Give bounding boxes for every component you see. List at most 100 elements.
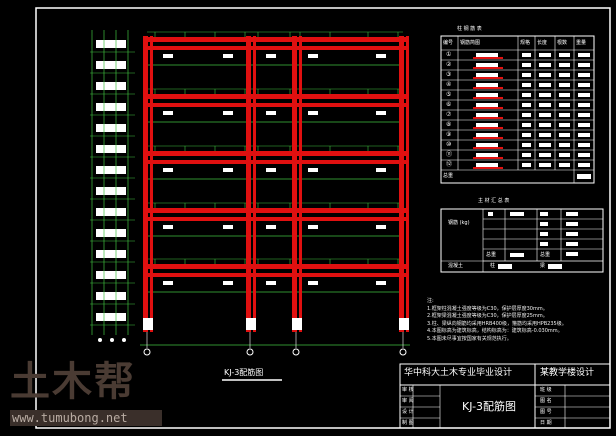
watermark-url: www.tumubong.net (10, 410, 162, 426)
rebar-label (376, 281, 386, 285)
table-value (539, 103, 551, 107)
column-table-header: 重量 (576, 40, 587, 46)
beam-top-bar (143, 151, 407, 156)
column-table-header: 钢筋简图 (460, 40, 481, 46)
table-value (522, 83, 531, 87)
beam-top-bar (143, 264, 407, 269)
table-value (522, 63, 531, 67)
drawing-border (35, 7, 611, 429)
rebar-label (266, 281, 276, 285)
material-table-title: 主 材 汇 总 表 (478, 198, 510, 204)
column-base-label (143, 318, 153, 330)
table-value (559, 113, 570, 117)
table-value (559, 133, 570, 137)
column-base-label (399, 318, 409, 330)
table-value (578, 63, 590, 67)
table-value (522, 93, 531, 97)
table-value (522, 103, 531, 107)
section-label (96, 292, 126, 300)
rebar-label (266, 168, 276, 172)
column-bar (399, 36, 404, 332)
rebar-label (308, 111, 318, 115)
bar-shape (473, 87, 503, 89)
steel-label: 钢筋 (kg) (448, 220, 470, 226)
detail-node (98, 338, 102, 342)
concrete-column-label: 柱 (490, 263, 496, 269)
bar-shape (473, 157, 503, 159)
beam-bottom-bar (143, 160, 407, 164)
table-value (559, 83, 570, 87)
note-item: 5.本图未尽事宜按国家有关规范执行。 (427, 335, 512, 342)
table-value (559, 93, 570, 97)
title-block-label: 审 核 (402, 387, 414, 393)
column-table-header: 根数 (557, 40, 568, 46)
table-value (540, 232, 548, 236)
rebar-label (163, 54, 173, 58)
axis-bubble (292, 348, 300, 356)
bar-shape-label (476, 143, 498, 147)
table-value (578, 113, 590, 117)
table-value (578, 123, 590, 127)
project-title: 某教学楼设计 (540, 368, 595, 378)
bar-shape (473, 97, 503, 99)
bar-shape-label (476, 53, 498, 57)
table-value (539, 133, 551, 137)
table-value (522, 73, 531, 77)
section-label (96, 103, 126, 111)
bar-mark-id: ⑪ (446, 151, 453, 158)
beam-top-bar (143, 37, 407, 42)
bar-shape-label (476, 63, 498, 67)
column-total-label: 总重 (443, 173, 454, 179)
table-value (510, 212, 524, 216)
concrete-label: 混凝土 (448, 263, 464, 269)
note-item: 2.框架梁混凝土强度等级为C30，保护层厚度25mm。 (427, 313, 548, 319)
section-label (96, 187, 126, 195)
table-value (539, 73, 551, 77)
section-label (96, 208, 126, 216)
rebar-label (163, 168, 173, 172)
table-value (578, 153, 590, 157)
bar-shape-label (476, 103, 498, 107)
rebar-label (163, 225, 173, 229)
table-value (522, 143, 531, 147)
title-block-label: 审 阅 (402, 398, 414, 404)
column-bar (299, 36, 302, 332)
bar-mark-id: ③ (446, 71, 452, 78)
table-value (578, 163, 590, 167)
bar-shape (473, 127, 503, 129)
table-value (566, 212, 578, 216)
table-value (540, 222, 548, 226)
rebar-label (266, 225, 276, 229)
table-value (566, 252, 578, 256)
beam-bottom-bar (143, 46, 407, 50)
watermark-logo: 土木帮 (10, 359, 136, 405)
beam-top-bar (143, 208, 407, 213)
axis-bubble (246, 348, 254, 356)
rebar-label (223, 111, 233, 115)
drawing-name: KJ-3配筋图 (462, 400, 517, 413)
section-label (96, 61, 126, 69)
table-value (539, 93, 551, 97)
bar-mark-id: ⑤ (446, 91, 452, 98)
table-value (522, 123, 531, 127)
steel-total-label-2: 总重 (540, 252, 551, 258)
bar-shape (473, 167, 503, 169)
notes-heading: 注: (427, 298, 434, 304)
section-label (96, 40, 126, 48)
rebar-label (223, 281, 233, 285)
note-item: 3.柱、梁纵向钢筋均采用HRB400级，箍筋均采用HPB235级。 (427, 320, 567, 327)
table-value (578, 143, 590, 147)
section-label (96, 124, 126, 132)
table-value (539, 163, 551, 167)
section-label (96, 271, 126, 279)
column-total-value (577, 174, 591, 179)
rebar-label (223, 54, 233, 58)
beam-bottom-bar (143, 103, 407, 107)
section-label (96, 166, 126, 174)
table-value (539, 83, 551, 87)
axis-bubble (143, 348, 151, 356)
rebar-label (163, 111, 173, 115)
bar-mark-id: ⑩ (446, 141, 452, 148)
column-table (440, 35, 595, 184)
